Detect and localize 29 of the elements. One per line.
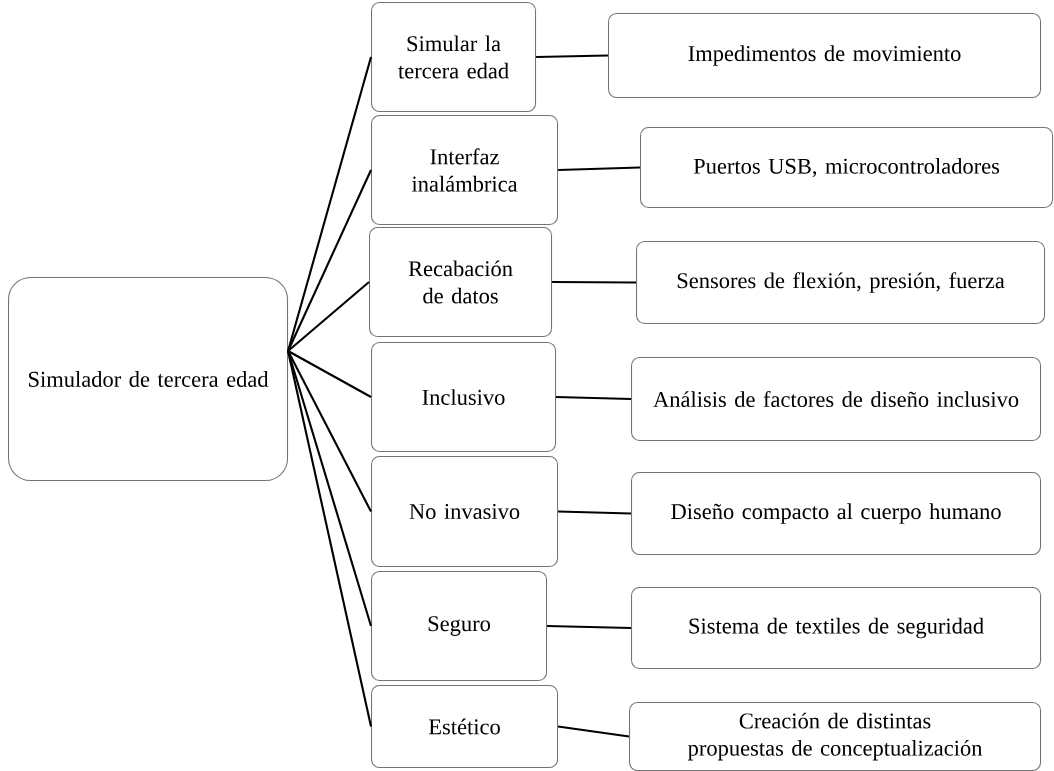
detail-box: Impedimentos de movimiento	[608, 13, 1042, 99]
connector-line	[287, 56, 372, 352]
connector-line	[287, 350, 373, 727]
connector-line	[287, 169, 372, 352]
detail-box: Diseño compacto al cuerpo humano	[631, 472, 1042, 556]
detail-box: Sensores de flexión, presión, fuerza	[636, 241, 1046, 325]
connector-line	[547, 624, 632, 630]
connector-line	[556, 395, 632, 401]
connector-line	[558, 166, 641, 172]
root-box: Simulador de tercera edad	[8, 277, 289, 482]
detail-box: Sistema de textiles de seguridad	[631, 587, 1042, 670]
category-box: Recabación de datos	[369, 227, 553, 338]
category-box: Seguro	[371, 571, 548, 682]
connector-line	[558, 510, 632, 515]
connector-line	[552, 280, 636, 284]
connector-line	[287, 350, 372, 512]
connector-line	[557, 725, 630, 738]
connector-line	[287, 350, 372, 398]
category-box: Interfaz inalámbrica	[371, 115, 559, 226]
category-box: Estético	[371, 685, 559, 769]
connector-line	[536, 54, 609, 59]
category-box: No invasivo	[371, 456, 559, 568]
category-box: Simular la tercera edad	[371, 2, 537, 113]
detail-box: Creación de distintas propuestas de conceptualización	[629, 702, 1042, 771]
category-box: Inclusivo	[371, 342, 557, 453]
detail-box: Análisis de factores de diseño inclusivo	[631, 357, 1042, 442]
detail-box: Puertos USB, microcontroladores	[640, 127, 1054, 209]
connector-line	[287, 281, 370, 352]
connector-line	[287, 350, 372, 627]
